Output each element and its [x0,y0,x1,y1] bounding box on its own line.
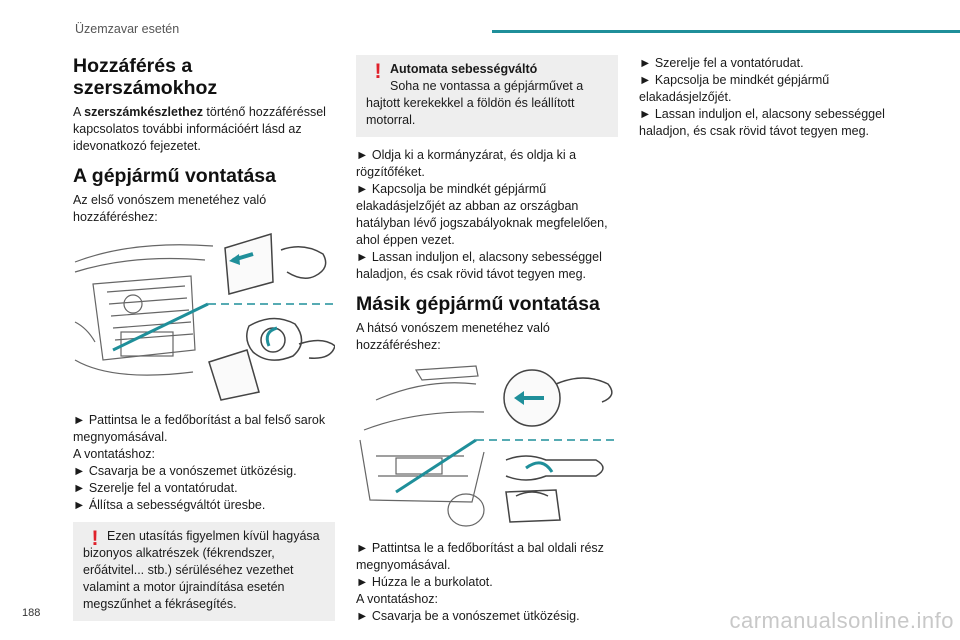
final-step-2: ► Kapcsolja be mindkét gépjármű elakadás… [639,73,830,104]
running-header: Üzemzavar esetén [75,22,180,36]
tool-access-text: A szerszámkészlethez történő hozzáféréss… [73,104,335,155]
front-step-1: ► Pattintsa le a fedőborítást a bal fels… [73,413,326,444]
front-eye-intro: Az első vonószem menetéhez való hozzáfér… [73,193,267,224]
page-number: 188 [22,607,41,619]
tow-step-1: ► Oldja ki a kormányzárat, és oldja ki a… [356,148,577,179]
heading-tool-access: Hozzáférés a szerszámokhoz [73,55,218,99]
column-2: ! Automata sebességváltó Soha ne vontass… [356,55,618,625]
text-fragment: történő hozzáféréssel kapcsolatos tovább… [73,105,326,153]
warning-text: Ezen utasítás figyelmen kívül hagyása bi… [83,529,320,611]
heading-towing-another-vehicle: Másik gépjármű vontatása [356,293,600,315]
front-step-3: ► Szerelje fel a vontatórudat. [73,481,238,495]
automatic-gearbox-note: ! Automata sebességváltó Soha ne vontass… [356,55,618,137]
automatic-gearbox-text: Soha ne vontassa a gépjárművet a hajtott… [366,79,584,127]
column-1: Hozzáférés a szerszámokhoz A szerszámkés… [73,55,335,621]
rear-towing-eye-illustration [359,365,618,527]
tow-step-3: ► Lassan induljon el, alacsony sebességg… [356,250,602,281]
warning-note: ! Ezen utasítás figyelmen kívül hagyása … [73,522,335,621]
rear-step-1: ► Pattintsa le a fedőborítást a bal olda… [356,541,604,572]
tool-kit-link: szerszámkészlethez [84,105,203,119]
text-fragment: A [73,105,85,119]
front-step-2: ► Csavarja be a vonószemet ütközésig. [73,464,297,478]
towing-label: A vontatáshoz: [73,447,156,461]
tow-step-2: ► Kapcsolja be mindkét gépjármű elakadás… [356,182,608,247]
warning-icon: ! [91,527,99,550]
rear-step-3: ► Csavarja be a vonószemet ütközésig. [356,609,580,623]
front-towing-eye-illustration [74,233,335,401]
header-accent-bar [492,30,960,33]
final-step-1: ► Szerelje fel a vontatórudat. [639,56,804,70]
front-step-4: ► Állítsa a sebességváltót üresbe. [73,498,266,512]
rear-eye-intro: A hátsó vonószem menetéhez való hozzáfér… [356,321,550,352]
towing-label-rear: A vontatáshoz: [356,592,439,606]
watermark: carmanualsonline.info [729,608,954,633]
rear-step-2: ► Húzza le a burkolatot. [356,575,493,589]
automatic-gearbox-title: Automata sebességváltó [390,62,538,76]
column-3: ► Szerelje fel a vontatórudat. ► Kapcsol… [639,55,901,140]
warning-icon: ! [374,60,382,83]
final-step-3: ► Lassan induljon el, alacsony sebességg… [639,107,885,138]
heading-towing-vehicle: A gépjármű vontatása [73,165,276,187]
